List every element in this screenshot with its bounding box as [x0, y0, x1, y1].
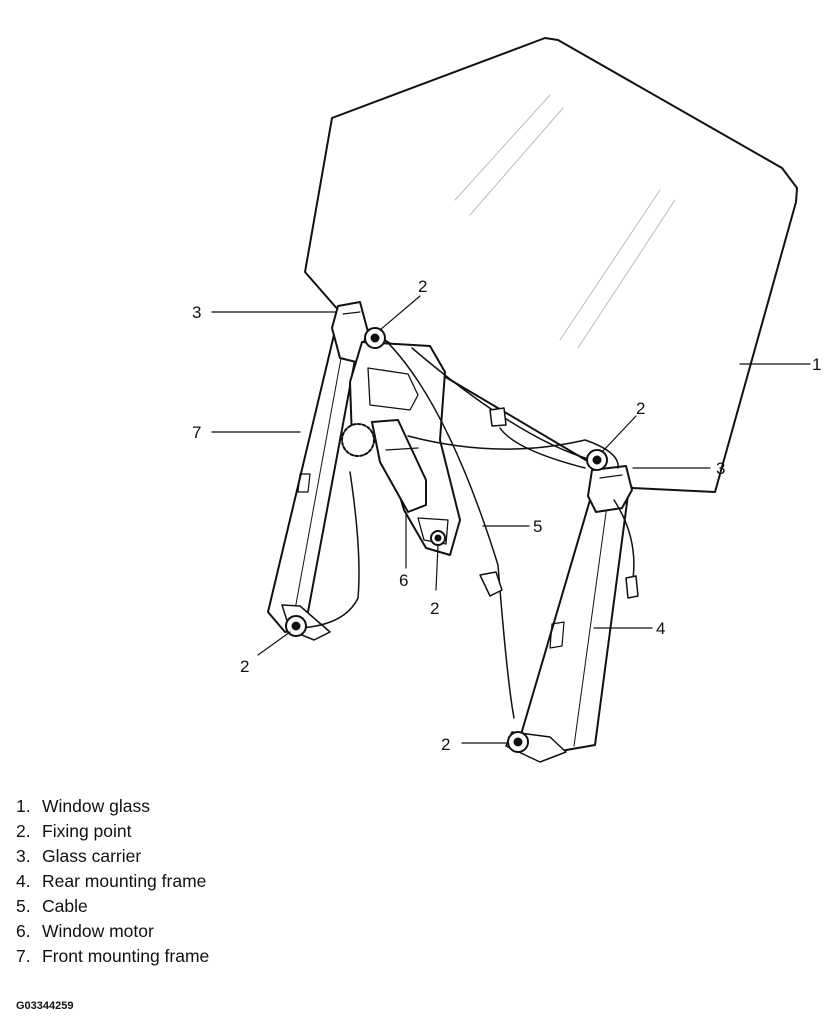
figure-code: G03344259 [16, 1000, 74, 1012]
callout-3-rear: 3 [716, 459, 725, 478]
legend-item: 3.Glass carrier [16, 846, 142, 866]
cable-clip [479, 407, 639, 599]
window-regulator-diagram: 1 2 2 2 2 2 3 3 4 5 6 7 [192, 37, 821, 763]
glass-reflection [454, 94, 676, 349]
callout-2-bottom-rear: 2 [441, 735, 450, 754]
legend-label: Window glass [42, 796, 150, 816]
fixing-point-top-rear [586, 449, 608, 471]
callout-1: 1 [812, 355, 821, 374]
legend-item: 1.Window glass [16, 796, 150, 816]
fixing-point-bottom-front [285, 615, 307, 637]
legend-item: 7.Front mounting frame [16, 946, 210, 966]
window-motor [341, 419, 427, 513]
regulator-cable [299, 334, 635, 719]
legend-item: 5.Cable [16, 896, 88, 916]
rear-glass-carrier [587, 465, 633, 513]
callout-3-front: 3 [192, 303, 201, 322]
callout-2-bracket: 2 [430, 599, 439, 618]
legend-item: 6.Window motor [16, 921, 154, 941]
legend-item: 2.Fixing point [16, 821, 132, 841]
callout-7: 7 [192, 423, 201, 442]
callout-2-top-rear: 2 [636, 399, 645, 418]
parts-legend: 1.Window glass 2.Fixing point 3.Glass ca… [16, 794, 209, 969]
callout-2-top-front: 2 [418, 277, 427, 296]
callouts: 1 2 2 2 2 2 3 3 4 5 6 7 [192, 277, 821, 754]
legend-label: Cable [42, 896, 88, 916]
legend-label: Front mounting frame [42, 946, 210, 966]
legend-label: Rear mounting frame [42, 871, 207, 891]
fixing-point-bracket [430, 530, 446, 546]
fixing-point-bottom-rear [507, 731, 529, 753]
legend-item: 4.Rear mounting frame [16, 871, 207, 891]
callout-2-bottom-front: 2 [240, 657, 249, 676]
front-mounting-frame [267, 317, 363, 641]
legend-label: Fixing point [42, 821, 132, 841]
legend-label: Window motor [42, 921, 154, 941]
legend-label: Glass carrier [42, 846, 142, 866]
callout-4: 4 [656, 619, 665, 638]
callout-5: 5 [533, 517, 542, 536]
fixing-point-top-front [364, 327, 386, 349]
callout-6: 6 [399, 571, 408, 590]
leader-lines [211, 295, 811, 744]
